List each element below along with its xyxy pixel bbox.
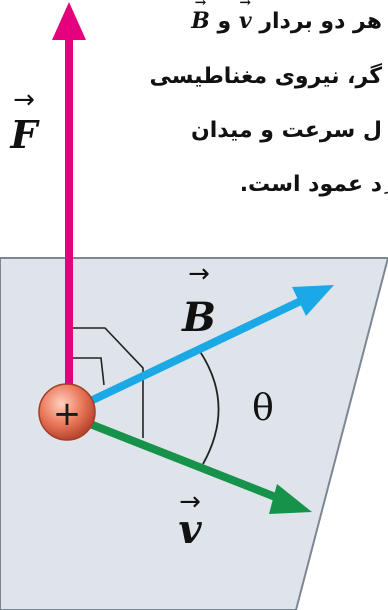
field-vector-shaft xyxy=(78,295,307,410)
force-label-arrow: → xyxy=(13,85,35,115)
plane xyxy=(0,257,388,610)
angle-label: θ xyxy=(252,388,274,429)
text-line-1: هر دو بردار →v و →B xyxy=(191,0,382,34)
angle-arc xyxy=(198,349,220,465)
inline-vector-v: →v xyxy=(238,0,252,34)
text-line-1-and: و xyxy=(217,9,232,34)
text-line-1-words: هر دو بردار xyxy=(259,9,382,34)
right-angle-marker-small xyxy=(70,357,105,386)
force-vector-head xyxy=(52,2,86,40)
field-label-arrow: → xyxy=(188,259,210,289)
text-line-4: ِد عمود است. xyxy=(239,172,382,197)
velocity-label: v xyxy=(178,506,202,553)
force-label: F xyxy=(10,112,41,157)
text-line-3: ل سرعت و میدان xyxy=(190,118,382,143)
field-vector-head xyxy=(292,285,334,316)
text-line-2: گر، نیروی مغناطیسی xyxy=(149,64,382,89)
velocity-vector-shaft xyxy=(78,416,285,504)
charge-sign: + xyxy=(53,394,82,434)
inline-vector-b: →B xyxy=(191,0,210,34)
velocity-vector-head xyxy=(269,484,312,514)
field-label: B xyxy=(181,294,216,341)
velocity-label-arrow: → xyxy=(179,487,201,517)
right-angle-marker-large xyxy=(70,327,144,438)
positive-charge xyxy=(38,383,96,441)
